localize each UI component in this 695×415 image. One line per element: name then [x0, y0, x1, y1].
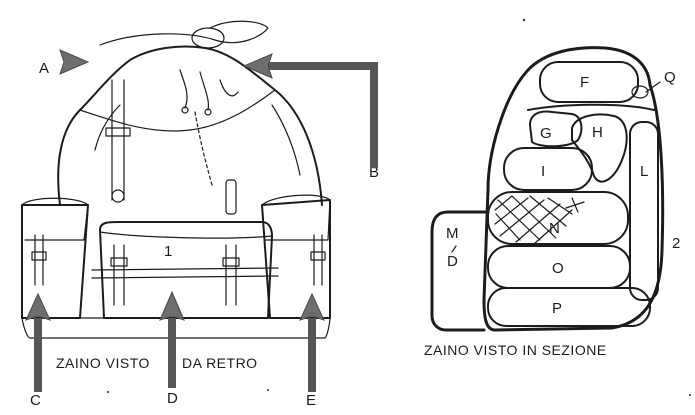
- bottom-band-ends: [21, 317, 331, 339]
- caption-section-view: ZAINO VISTO IN SEZIONE: [424, 342, 607, 358]
- central-pocket-strap-left: [113, 244, 125, 306]
- central-pocket-strap-right: [225, 244, 237, 306]
- central-pocket-buckle-left: [110, 257, 128, 267]
- section-item-N: [487, 191, 629, 245]
- section-item-H: [571, 113, 628, 183]
- drawstring-cord: [99, 20, 269, 46]
- cord-end-2: [204, 108, 212, 116]
- backpack-back-view: 1 A B C D E ZAINO VISTO DA RETRO: [21, 20, 379, 409]
- right-pocket-flap: [261, 194, 331, 241]
- top-strap-buckle: [105, 127, 131, 137]
- label-E: E: [306, 392, 316, 409]
- arrow-B-shaft: [268, 62, 378, 168]
- section-item-P: [487, 287, 651, 327]
- label-P: P: [552, 300, 562, 317]
- scan-specks: [107, 18, 691, 396]
- section-side-pocket: [430, 210, 490, 332]
- section-D-tick: [451, 245, 457, 253]
- section-item-F: [539, 61, 639, 103]
- flap-fold-3: [271, 104, 301, 176]
- caption-back-view-left: ZAINO VISTO: [56, 355, 150, 371]
- flap-fold: [79, 89, 276, 132]
- flap-seam-dotted: [194, 111, 213, 186]
- flap-fold-2: [94, 104, 121, 151]
- left-pocket: [21, 204, 89, 319]
- label-D: D: [167, 390, 178, 407]
- section-divider-top: [527, 103, 655, 111]
- label-O: O: [552, 260, 564, 277]
- section-N-net: [494, 195, 573, 245]
- top-strap-ring: [111, 189, 125, 203]
- label-M: M: [446, 225, 459, 242]
- arrow-E-head: [299, 292, 325, 321]
- label-B: B: [369, 164, 379, 181]
- arrow-B-head: [242, 53, 273, 79]
- label-A: A: [39, 60, 49, 77]
- cord-loop: [191, 27, 225, 49]
- backpack-body-outline: [57, 45, 323, 206]
- section-N-tie: [565, 197, 585, 213]
- label-L: L: [640, 163, 648, 180]
- label-Q: Q: [664, 69, 676, 86]
- caption-back-view-right: DA RETRO: [182, 355, 258, 371]
- section-outer-shell: [482, 46, 665, 332]
- arrow-A: [59, 49, 90, 75]
- label-C: C: [30, 392, 41, 409]
- label-N: N: [549, 220, 560, 237]
- backpack-section-view: F Q G H I L M D N O P 2 ZAINO VISTO IN S…: [424, 46, 680, 358]
- right-pocket-buckle: [310, 251, 326, 261]
- arrow-D-head: [159, 290, 185, 321]
- label-H: H: [592, 124, 603, 141]
- central-pocket-flap: [99, 231, 273, 239]
- section-Q-leader: [645, 81, 661, 93]
- section-item-I: [503, 147, 593, 191]
- label-F: F: [580, 74, 589, 91]
- label-G: G: [540, 125, 552, 142]
- section-item-Q: [631, 85, 649, 99]
- section-item-L: [629, 121, 659, 301]
- section-item-G: [529, 110, 583, 148]
- label-D-inner: D: [447, 253, 458, 270]
- right-pocket: [261, 199, 331, 319]
- label-2: 2: [672, 235, 680, 252]
- label-I: I: [541, 163, 545, 180]
- top-strap: [111, 79, 125, 201]
- left-pocket-buckle: [31, 251, 47, 261]
- small-strap: [225, 179, 237, 215]
- label-1: 1: [164, 243, 172, 260]
- pointer-arrows: [25, 49, 378, 392]
- arrow-C-head: [25, 292, 51, 321]
- central-pocket-buckle-right: [222, 257, 240, 267]
- left-pocket-flap: [21, 197, 89, 241]
- cord-end-1: [181, 106, 189, 114]
- central-pocket-belt: [91, 267, 279, 279]
- cord-toggle: [179, 69, 239, 111]
